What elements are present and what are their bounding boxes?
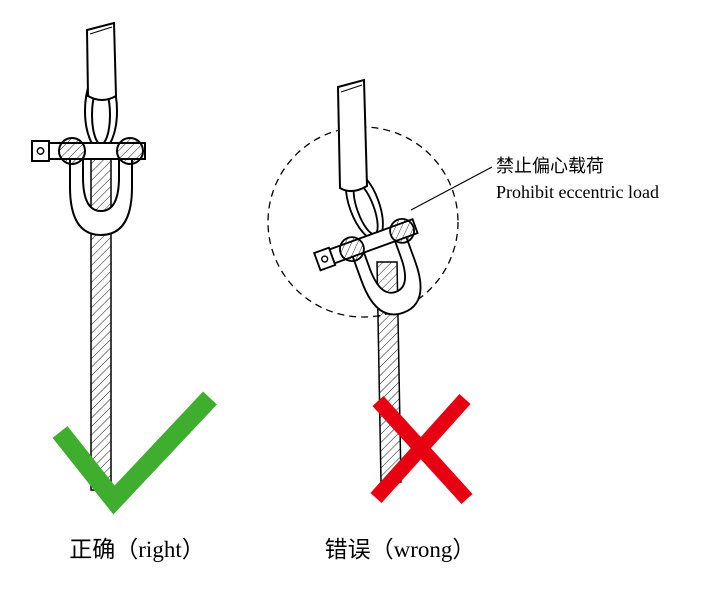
load-strap-hatched [90, 144, 112, 491]
annotation-leader-line [410, 166, 493, 211]
figure-correct: 正确（right） [31, 21, 217, 562]
green-check-icon [52, 391, 217, 515]
caption-wrong: 错误（wrong） [325, 537, 476, 562]
red-cross-icon [370, 393, 473, 505]
annotation: 禁止偏心载荷 Prohibit eccentric load [410, 156, 659, 211]
top-strap [85, 21, 118, 101]
strap-fold-line [89, 26, 113, 35]
figure-wrong: 错误（wrong） [267, 78, 476, 562]
strap-fold-line-wrong [340, 84, 363, 93]
caption-correct: 正确（right） [69, 537, 204, 562]
annotation-text-cn: 禁止偏心载荷 [496, 156, 604, 176]
top-strap-wrong [336, 78, 369, 192]
annotation-text-en: Prohibit eccentric load [496, 182, 659, 202]
